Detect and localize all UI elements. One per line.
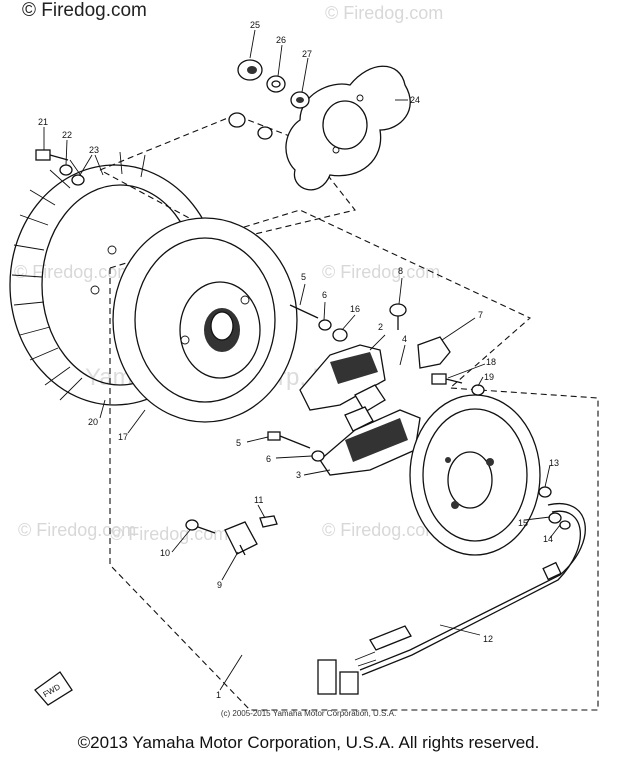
part-label: 18 bbox=[486, 357, 496, 367]
washer-22 bbox=[59, 164, 73, 176]
leader-lines bbox=[43, 29, 561, 691]
part-label: 9 bbox=[217, 580, 222, 590]
diagram-copyright: (c) 2005-2015 Yamaha Motor Corporation, … bbox=[220, 709, 397, 718]
screw-8 bbox=[389, 303, 407, 330]
washer-6-upper bbox=[318, 319, 332, 331]
forward-direction-arrow: FWD bbox=[34, 671, 73, 706]
part-label: 19 bbox=[484, 372, 494, 382]
part-label: 27 bbox=[302, 49, 312, 59]
watermark: © Firedog.com bbox=[322, 262, 440, 282]
part-label: 8 bbox=[398, 266, 403, 276]
part-label: 7 bbox=[478, 310, 483, 320]
part-label: 21 bbox=[38, 117, 48, 127]
part-label: 1 bbox=[216, 690, 221, 700]
part-label: 4 bbox=[402, 334, 407, 344]
part-label: 6 bbox=[266, 454, 271, 464]
washer-19 bbox=[471, 384, 485, 396]
watermark: © Firedog.com bbox=[325, 3, 443, 23]
watermark: © Firedog.com bbox=[322, 520, 440, 540]
bolt-21 bbox=[35, 149, 69, 161]
cap-11 bbox=[259, 515, 278, 528]
washer-23 bbox=[71, 174, 85, 186]
part-label: 25 bbox=[250, 20, 260, 30]
screw-14 bbox=[559, 520, 571, 530]
wire-harness-12 bbox=[317, 502, 586, 695]
contact-breaker bbox=[417, 336, 451, 369]
bolt-5-upper bbox=[289, 304, 319, 319]
coil-2 bbox=[299, 344, 386, 411]
cover-plate bbox=[285, 65, 411, 191]
bolt-5-lower bbox=[267, 431, 311, 449]
pole-pieces bbox=[344, 384, 386, 432]
clip-15 bbox=[548, 512, 562, 524]
washer-26 bbox=[266, 75, 286, 93]
firedog-corner-brand: © Firedog.com bbox=[22, 0, 147, 21]
assembly-boundary-lower bbox=[109, 209, 599, 711]
part-label: 15 bbox=[518, 518, 528, 528]
flywheel-fan bbox=[9, 151, 221, 406]
condenser-9 bbox=[224, 521, 258, 556]
part-label: 22 bbox=[62, 130, 72, 140]
part-label: 5 bbox=[236, 438, 241, 448]
flywheel-rotor bbox=[112, 217, 298, 423]
screw-18 bbox=[431, 373, 463, 385]
washer-6-lower bbox=[311, 450, 325, 462]
part-label: 11 bbox=[254, 495, 263, 505]
stator-plate bbox=[409, 394, 541, 556]
part-label: 23 bbox=[89, 145, 99, 155]
part-label: 2 bbox=[378, 322, 383, 332]
part-label: 10 bbox=[160, 548, 170, 558]
nut-and-washer-small bbox=[228, 112, 273, 140]
part-label: 3 bbox=[296, 470, 301, 480]
watermark: © Firedog.com bbox=[110, 524, 228, 544]
part-label: 17 bbox=[118, 432, 128, 442]
part-label: 24 bbox=[410, 95, 420, 105]
part-label: 13 bbox=[549, 458, 559, 468]
part-label: 14 bbox=[543, 534, 553, 544]
washer-27 bbox=[290, 91, 310, 109]
part-label: 16 bbox=[350, 304, 360, 314]
part-label: 26 bbox=[276, 35, 286, 45]
part-label: 6 bbox=[322, 290, 327, 300]
part-label: 12 bbox=[483, 634, 493, 644]
part-number-labels: 1 2 3 4 5 6 7 8 9 10 11 12 13 14 15 16 1… bbox=[38, 20, 559, 700]
part-label: 20 bbox=[88, 417, 98, 427]
watermark: © Firedog.com bbox=[14, 262, 132, 282]
screw-16 bbox=[332, 328, 348, 342]
assembly-boundary-upper bbox=[99, 114, 356, 241]
nut-25 bbox=[237, 59, 263, 81]
grommet-13 bbox=[538, 486, 552, 498]
screw-10 bbox=[185, 519, 216, 534]
watermark: © Firedog.com bbox=[18, 520, 136, 540]
part-label: 5 bbox=[301, 272, 306, 282]
footer-copyright: ©2013 Yamaha Motor Corporation, U.S.A. A… bbox=[77, 733, 540, 752]
